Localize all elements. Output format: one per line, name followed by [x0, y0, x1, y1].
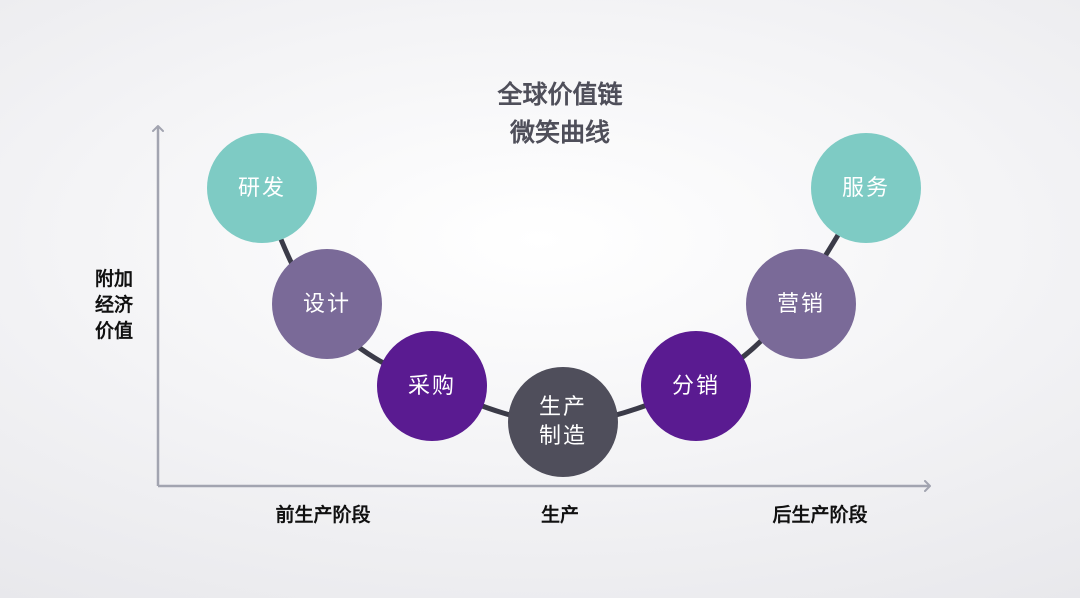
node-label: 制造	[538, 424, 587, 449]
y-axis-label-line: 附加	[94, 268, 133, 290]
x-label-post-production: 后生产阶段	[772, 504, 868, 526]
node-label: 研发	[237, 175, 286, 201]
node-yanfa: 研发	[207, 133, 317, 243]
node-label: 营销	[776, 291, 825, 317]
diagram-title: 全球价值链 微笑曲线	[440, 76, 680, 152]
node-sheji: 设计	[272, 249, 382, 359]
y-axis-label-line: 价值	[94, 320, 133, 342]
node-label: 生产	[538, 395, 587, 420]
title-line-2: 微笑曲线	[509, 118, 610, 147]
title-line-1: 全球价值链	[497, 80, 623, 109]
node-fenxiao: 分销	[641, 331, 751, 441]
node-caigou: 采购	[377, 331, 487, 441]
node-fuwu: 服务	[811, 133, 921, 243]
x-label-production: 生产	[540, 504, 579, 526]
node-label: 设计	[302, 291, 351, 317]
node-label: 服务	[841, 175, 890, 201]
node-label: 分销	[671, 373, 720, 399]
node-label: 采购	[407, 373, 456, 399]
y-axis-label-line: 经济	[94, 294, 133, 316]
node-shengchan-zhizao: 生产 制造	[508, 367, 618, 477]
y-axis-label: 附加 经济 价值	[84, 266, 144, 344]
x-label-pre-production: 前生产阶段	[275, 504, 371, 526]
node-yingxiao: 营销	[746, 249, 856, 359]
